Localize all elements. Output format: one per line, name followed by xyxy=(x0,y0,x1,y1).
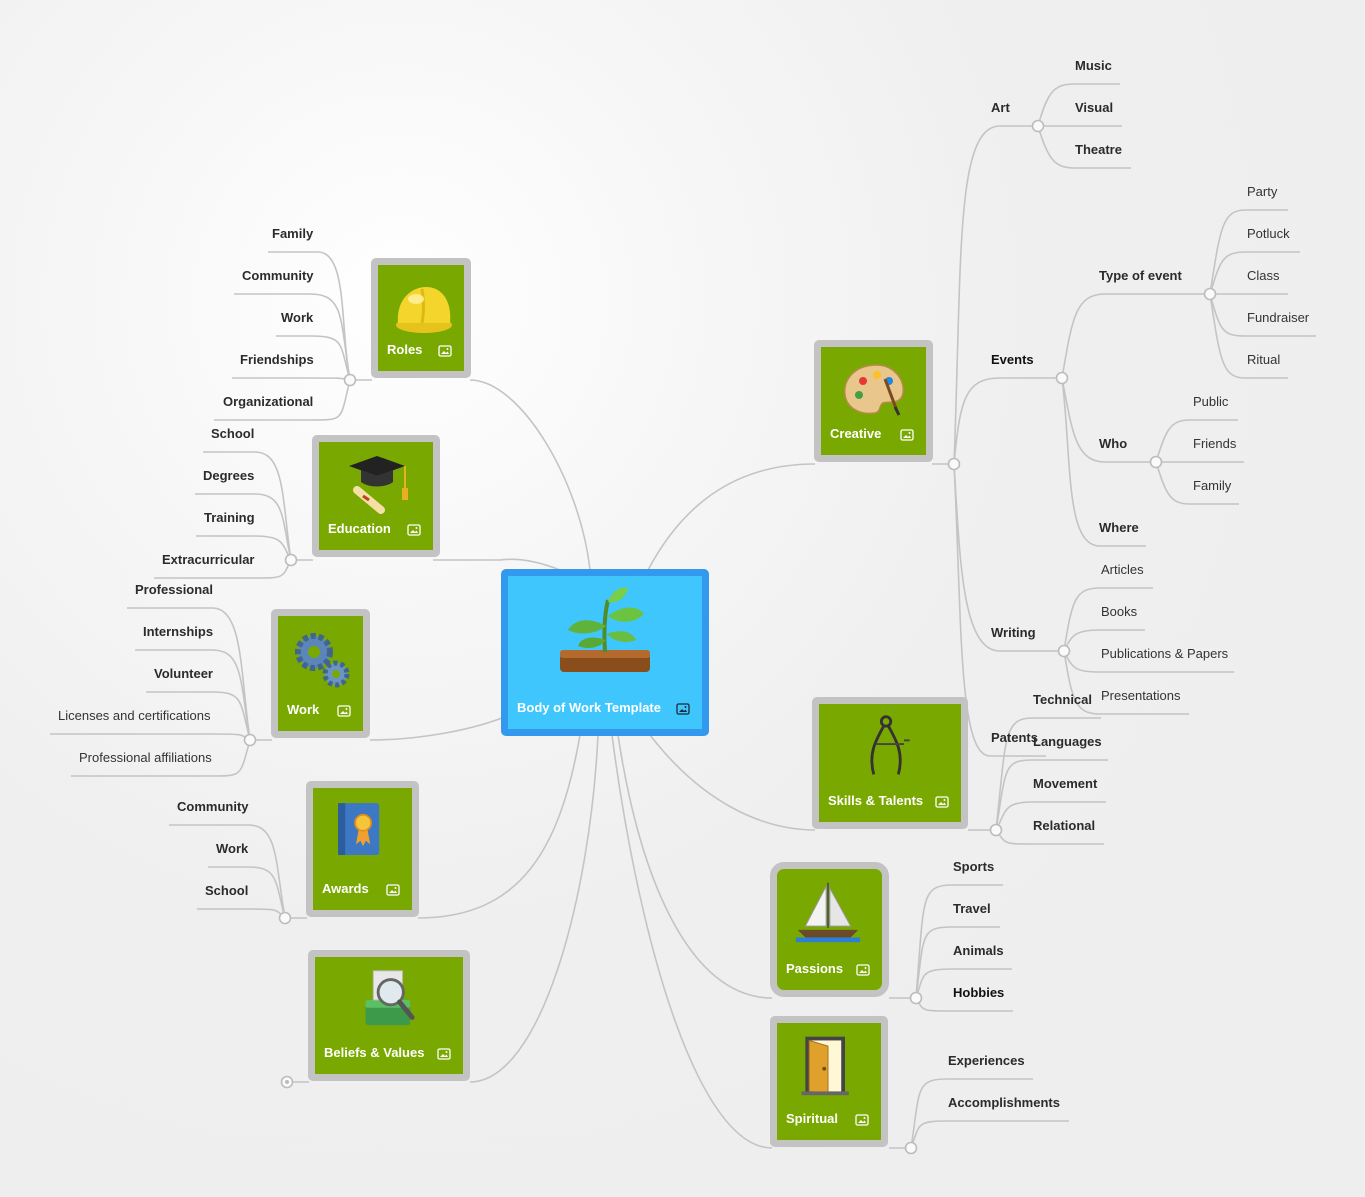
graduation-cap-icon xyxy=(349,456,408,514)
leaf-education-extracurricular[interactable]: Extracurricular xyxy=(162,552,255,567)
branch-node-education[interactable]: Education xyxy=(312,435,440,557)
image-icon[interactable] xyxy=(856,964,870,976)
image-icon[interactable] xyxy=(407,524,421,536)
image-icon[interactable] xyxy=(676,703,690,715)
leaf-awards-community[interactable]: Community xyxy=(177,799,249,814)
image-icon[interactable] xyxy=(386,884,400,896)
leaf-passions-sports[interactable]: Sports xyxy=(953,859,995,874)
leaf-event-potluck[interactable]: Potluck xyxy=(1247,226,1290,241)
leaf-roles-organizational[interactable]: Organizational xyxy=(223,394,314,409)
branch-node-roles[interactable]: Roles xyxy=(371,258,471,378)
hard-hat-icon xyxy=(396,287,452,333)
leaf-education-school[interactable]: School xyxy=(211,426,255,441)
leaf-writing-books[interactable]: Books xyxy=(1101,604,1138,619)
central-topic-node[interactable]: Body of Work Template xyxy=(501,569,709,736)
central-topic-title: Body of Work Template xyxy=(517,700,661,715)
subtopic-art[interactable]: Art xyxy=(991,100,1010,115)
branch-title-spiritual: Spiritual xyxy=(786,1111,839,1126)
image-icon[interactable] xyxy=(337,705,351,717)
subtopic-who[interactable]: Who xyxy=(1099,436,1128,451)
branch-node-creative[interactable]: Creative xyxy=(814,340,933,462)
leaf-art-music[interactable]: Music xyxy=(1075,58,1112,73)
branch-title-beliefs: Beliefs & Values xyxy=(324,1045,425,1060)
image-icon[interactable] xyxy=(935,796,949,808)
leaf-work-professional[interactable]: Professional xyxy=(135,582,214,597)
sailboat-icon xyxy=(795,882,861,943)
leaf-passions-travel[interactable]: Travel xyxy=(953,901,991,916)
leaf-art-theatre[interactable]: Theatre xyxy=(1075,142,1122,157)
branch-title-creative: Creative xyxy=(830,426,882,441)
leaf-who-friends[interactable]: Friends xyxy=(1193,436,1237,451)
leaf-who-family[interactable]: Family xyxy=(1193,478,1232,493)
leaf-skills-languages[interactable]: Languages xyxy=(1033,734,1102,749)
branch-node-beliefs[interactable]: Beliefs & Values xyxy=(308,950,470,1081)
leaf-writing-publications[interactable]: Publications & Papers xyxy=(1101,646,1229,661)
leaf-skills-movement[interactable]: Movement xyxy=(1033,776,1098,791)
leaf-work-internships[interactable]: Internships xyxy=(143,624,214,639)
leaf-event-ritual[interactable]: Ritual xyxy=(1247,352,1281,367)
leaf-writing-presentations[interactable]: Presentations xyxy=(1101,688,1181,703)
branch-node-awards[interactable]: Awards xyxy=(306,781,419,917)
leaf-roles-friendships[interactable]: Friendships xyxy=(240,352,314,367)
leaf-roles-work[interactable]: Work xyxy=(281,310,314,325)
leaf-who-public[interactable]: Public xyxy=(1193,394,1229,409)
leaf-art-visual[interactable]: Visual xyxy=(1075,100,1114,115)
subtopic-events[interactable]: Events xyxy=(991,352,1034,367)
branch-node-work[interactable]: Work xyxy=(271,609,370,738)
seedling-icon xyxy=(560,587,650,672)
image-icon[interactable] xyxy=(900,429,914,441)
leaf-skills-relational[interactable]: Relational xyxy=(1033,818,1096,833)
leaf-work-volunteer[interactable]: Volunteer xyxy=(154,666,213,681)
open-door-icon xyxy=(801,1036,849,1096)
leaf-education-training[interactable]: Training xyxy=(204,510,255,525)
palette-icon xyxy=(844,364,904,416)
leaf-work-licenses[interactable]: Licenses and certifications xyxy=(58,708,211,723)
leaf-event-class[interactable]: Class xyxy=(1247,268,1280,283)
branch-title-passions: Passions xyxy=(786,961,844,976)
branch-title-awards: Awards xyxy=(322,881,369,896)
leaf-passions-hobbies[interactable]: Hobbies xyxy=(953,985,1005,1000)
leaf-roles-community[interactable]: Community xyxy=(242,268,314,283)
branch-title-roles: Roles xyxy=(387,342,423,357)
branch-node-skills[interactable]: Skills & Talents xyxy=(812,697,968,829)
branch-node-spiritual[interactable]: Spiritual xyxy=(770,1016,888,1147)
leaf-event-fundraiser[interactable]: Fundraiser xyxy=(1247,310,1310,325)
magnifier-money-icon xyxy=(365,970,415,1026)
subtopic-type-of-event[interactable]: Type of event xyxy=(1099,268,1182,283)
leaf-spiritual-experiences[interactable]: Experiences xyxy=(948,1053,1025,1068)
branch-title-skills: Skills & Talents xyxy=(828,793,924,808)
leaf-passions-animals[interactable]: Animals xyxy=(953,943,1004,958)
subtopic-patents[interactable]: Patents xyxy=(991,730,1038,745)
image-icon[interactable] xyxy=(437,1048,451,1060)
image-icon[interactable] xyxy=(855,1114,869,1126)
leaf-skills-technical[interactable]: Technical xyxy=(1033,692,1093,707)
leaf-event-party[interactable]: Party xyxy=(1247,184,1278,199)
subtopic-writing[interactable]: Writing xyxy=(991,625,1036,640)
leaf-awards-school[interactable]: School xyxy=(205,883,249,898)
leaf-spiritual-accomplishments[interactable]: Accomplishments xyxy=(948,1095,1060,1110)
leaf-writing-articles[interactable]: Articles xyxy=(1101,562,1144,577)
image-icon[interactable] xyxy=(438,345,452,357)
calipers-icon xyxy=(870,715,910,775)
branch-title-work: Work xyxy=(287,702,320,717)
leaf-education-degrees[interactable]: Degrees xyxy=(203,468,255,483)
leaf-work-affiliations[interactable]: Professional affiliations xyxy=(79,750,212,765)
branch-title-education: Education xyxy=(328,521,391,536)
award-book-icon xyxy=(338,803,380,856)
branch-node-passions[interactable]: Passions xyxy=(770,862,889,997)
gears-icon xyxy=(295,633,350,688)
subtopic-where[interactable]: Where xyxy=(1099,520,1139,535)
leaf-roles-family[interactable]: Family xyxy=(272,226,314,241)
leaf-awards-work[interactable]: Work xyxy=(216,841,249,856)
